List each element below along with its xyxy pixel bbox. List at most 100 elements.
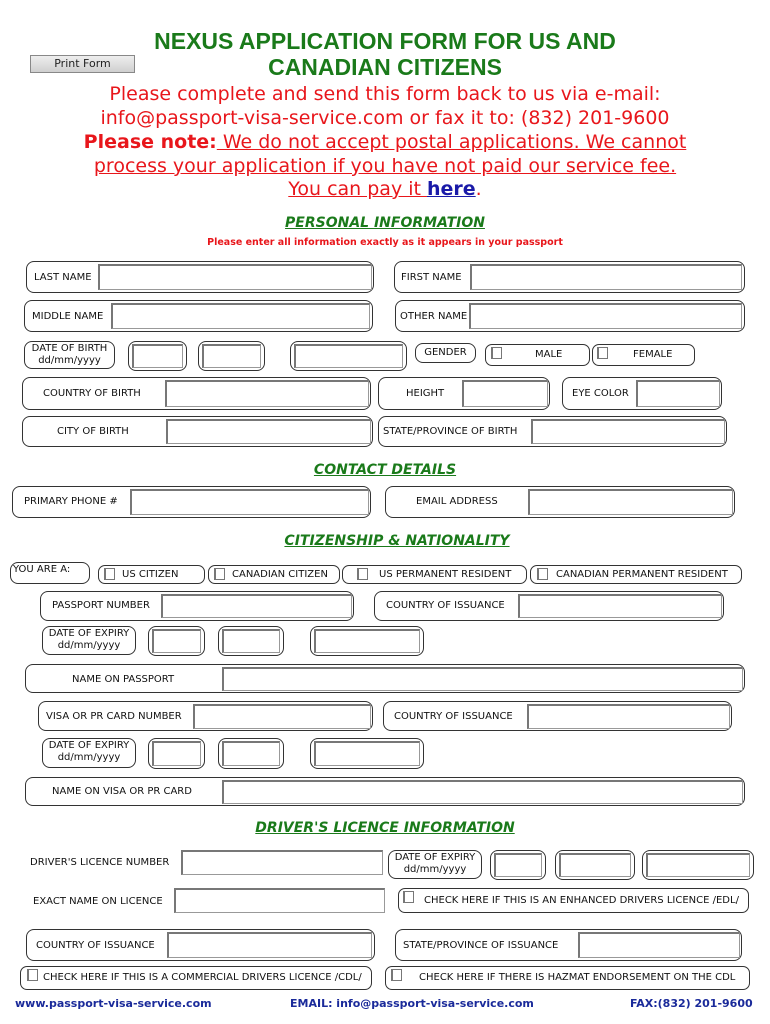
- visa-pr-number-label: VISA OR PR CARD NUMBER: [46, 711, 182, 722]
- instructions-line1: Please complete and send this form back …: [109, 83, 661, 105]
- hazmat-endorsement-checkbox[interactable]: [391, 969, 402, 981]
- visa-expiry-label-box: [42, 738, 136, 768]
- passport-country-of-issuance-input[interactable]: [518, 594, 722, 618]
- passport-expiry-year-input[interactable]: [314, 629, 420, 653]
- visa-expiry-month-input[interactable]: [222, 741, 280, 766]
- date-of-birth-label-box: [24, 341, 115, 369]
- last-name-input[interactable]: [98, 264, 372, 290]
- licence-country-label: COUNTRY OF ISSUANCE: [36, 940, 155, 951]
- gender-label-box: [415, 343, 476, 363]
- country-of-birth-input[interactable]: [165, 380, 369, 407]
- form-title-line2: CANADIAN CITIZENS: [268, 54, 502, 80]
- passport-expiry-format: dd/mm/yyyy: [57, 640, 121, 651]
- form-title-line1: NEXUS APPLICATION FORM FOR US AND: [154, 28, 616, 54]
- other-name-input[interactable]: [469, 303, 742, 329]
- enhanced-licence-label: CHECK HERE IF THIS IS AN ENHANCED DRIVER…: [424, 894, 739, 906]
- passport-expiry-label-box: [42, 626, 136, 655]
- passport-expiry-day-input[interactable]: [152, 629, 201, 653]
- female-label: FEMALE: [633, 349, 673, 360]
- eye-color-input[interactable]: [636, 380, 720, 407]
- commercial-licence-label: CHECK HERE IF THIS IS A COMMERCIAL DRIVE…: [43, 972, 362, 983]
- state-of-birth-input[interactable]: [531, 419, 725, 444]
- pay-suffix: .: [475, 178, 482, 200]
- you-are-a-box: [10, 562, 90, 584]
- licence-heading: DRIVER'S LICENCE INFORMATION: [255, 820, 515, 836]
- licence-expiry-year-input[interactable]: [646, 853, 750, 877]
- name-on-visa-label: NAME ON VISA OR PR CARD: [52, 786, 192, 797]
- date-of-birth-month-input[interactable]: [202, 344, 261, 368]
- licence-number-label: DRIVER'S LICENCE NUMBER: [30, 857, 170, 868]
- contact-heading: CONTACT DETAILS: [313, 462, 457, 478]
- date-of-birth-year-input[interactable]: [294, 344, 403, 368]
- passport-number-label: PASSPORT NUMBER: [52, 600, 150, 611]
- hazmat-endorsement-group: [385, 966, 750, 990]
- footer-website-link[interactable]: www.passport-visa-service.com: [15, 997, 212, 1010]
- gender-label: GENDER: [424, 347, 467, 358]
- state-of-birth-label: STATE/PROVINCE OF BIRTH: [383, 426, 518, 437]
- visa-expiry-day-input[interactable]: [152, 741, 201, 766]
- exact-name-on-licence-label: EXACT NAME ON LICENCE: [33, 896, 163, 907]
- licence-state-input[interactable]: [578, 932, 740, 958]
- licence-expiry-month-input[interactable]: [559, 853, 631, 877]
- email-address-input[interactable]: [528, 489, 733, 515]
- us-citizen-group: [98, 565, 205, 584]
- licence-expiry-day-input[interactable]: [494, 853, 542, 877]
- first-name-input[interactable]: [470, 264, 742, 290]
- male-checkbox[interactable]: [491, 347, 502, 359]
- email-address-label: EMAIL ADDRESS: [416, 496, 498, 507]
- personal-info-subtitle: Please enter all information exactly as …: [207, 237, 563, 248]
- middle-name-input[interactable]: [111, 303, 370, 329]
- last-name-label: LAST NAME: [34, 272, 92, 283]
- height-label: HEIGHT: [406, 388, 445, 399]
- exact-name-on-licence-input[interactable]: [174, 888, 385, 913]
- licence-country-input[interactable]: [167, 932, 372, 958]
- date-of-birth-format: dd/mm/yyyy: [38, 355, 101, 366]
- enhanced-licence-checkbox[interactable]: [403, 891, 414, 903]
- commercial-licence-group: [20, 966, 372, 990]
- visa-country-of-issuance-label: COUNTRY OF ISSUANCE: [394, 711, 513, 722]
- visa-expiry-label: DATE OF EXPIRY: [48, 740, 130, 751]
- city-of-birth-label: CITY OF BIRTH: [57, 426, 129, 437]
- visa-expiry-format: dd/mm/yyyy: [57, 752, 121, 763]
- visa-pr-number-input[interactable]: [193, 704, 371, 729]
- commercial-licence-checkbox[interactable]: [27, 969, 38, 981]
- first-name-label: FIRST NAME: [401, 272, 462, 283]
- licence-state-label: STATE/PROVINCE OF ISSUANCE: [403, 940, 559, 951]
- canadian-citizen-label: CANADIAN CITIZEN: [232, 568, 328, 580]
- us-permanent-resident-checkbox[interactable]: [357, 568, 368, 580]
- country-of-birth-label: COUNTRY OF BIRTH: [43, 388, 141, 399]
- name-on-visa-input[interactable]: [222, 780, 743, 804]
- passport-number-input[interactable]: [161, 594, 352, 618]
- height-input[interactable]: [462, 380, 548, 407]
- other-name-label: OTHER NAME: [400, 311, 468, 322]
- passport-country-of-issuance-label: COUNTRY OF ISSUANCE: [386, 600, 505, 611]
- canadian-permanent-resident-group: [530, 565, 742, 584]
- canadian-permanent-resident-label: CANADIAN PERMANENT RESIDENT: [556, 568, 728, 580]
- pay-line: You can pay it here.: [0, 177, 770, 201]
- us-permanent-resident-label: US PERMANENT RESIDENT: [379, 568, 512, 580]
- name-on-passport-input[interactable]: [222, 667, 743, 691]
- passport-expiry-month-input[interactable]: [222, 629, 280, 653]
- pay-here-link[interactable]: here: [427, 178, 476, 200]
- licence-expiry-label-box: [388, 850, 482, 879]
- enhanced-licence-group: [398, 888, 749, 913]
- city-of-birth-input[interactable]: [166, 419, 371, 444]
- us-permanent-resident-group: [342, 565, 527, 584]
- visa-country-of-issuance-input[interactable]: [527, 704, 730, 729]
- citizenship-heading: CITIZENSHIP & NATIONALITY: [284, 533, 510, 549]
- note-text: We do not accept postal applications. We…: [216, 131, 687, 153]
- canadian-citizen-checkbox[interactable]: [214, 568, 225, 580]
- visa-expiry-year-input[interactable]: [314, 741, 420, 766]
- print-form-button[interactable]: Print Form: [30, 55, 135, 73]
- licence-expiry-format: dd/mm/yyyy: [403, 864, 467, 875]
- date-of-birth-day-input[interactable]: [132, 344, 183, 368]
- us-citizen-checkbox[interactable]: [104, 568, 115, 580]
- hazmat-endorsement-label: CHECK HERE IF THERE IS HAZMAT ENDORSEMEN…: [419, 972, 736, 983]
- licence-number-input[interactable]: [181, 850, 383, 875]
- canadian-permanent-resident-checkbox[interactable]: [537, 568, 548, 580]
- female-checkbox[interactable]: [597, 347, 608, 359]
- primary-phone-input[interactable]: [130, 489, 369, 515]
- eye-color-label: EYE COLOR: [572, 388, 629, 399]
- name-on-passport-label: NAME ON PASSPORT: [72, 674, 175, 685]
- note-line: Please note: We do not accept postal app…: [0, 130, 770, 154]
